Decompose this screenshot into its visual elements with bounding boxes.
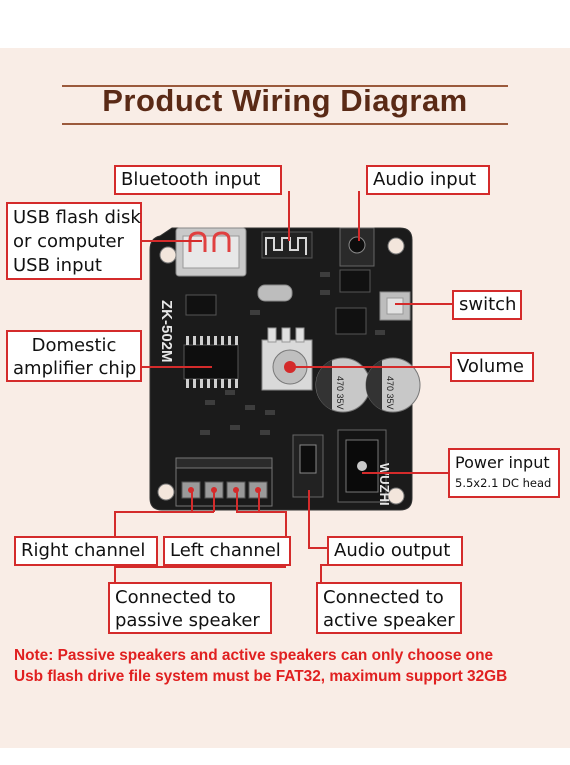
label-bluetooth-input: Bluetooth input [114,165,282,195]
connector-usb [142,240,202,242]
connector-right-ch-v [191,492,193,512]
mount-hole [159,246,177,264]
label-usb-line2: or computer [13,231,124,252]
connector-chip [142,366,212,368]
label-chip-line2: amplifier chip [13,358,137,379]
label-left-channel-text: Left channel [170,540,281,561]
label-switch-text: switch [459,294,517,315]
capacitor-left-label: 470 35V [335,376,345,410]
label-usb-line1: USB flash disk [13,207,141,228]
label-audio-output-text: Audio output [334,540,451,561]
label-passive-line2: passive speaker [115,610,260,631]
connector-left-ch-v2 [258,492,260,512]
label-right-channel-text: Right channel [21,540,146,561]
label-passive-speaker: Connected to passive speaker [108,582,272,634]
connector-output-h [308,547,328,549]
connector-volume [290,366,450,368]
connector-switch [395,303,452,305]
connector-right-ch-v3 [213,492,215,512]
note-line-2: Usb flash drive file system must be FAT3… [14,668,508,685]
label-bluetooth-input-text: Bluetooth input [121,169,261,190]
label-audio-input-text: Audio input [373,169,477,190]
label-audio-output: Audio output [327,536,463,566]
connector-right-ch-h [114,511,214,513]
note-line-1: Note: Passive speakers and active speake… [14,647,494,664]
title-rule-top [62,85,508,87]
capacitor-right-label: 470 35V [385,376,395,410]
label-amplifier-chip: Domestic amplifier chip [6,330,142,382]
label-active-line2: active speaker [323,610,455,631]
label-usb-input: USB flash disk or computer USB input [6,202,142,280]
connector-audio-input [358,191,360,241]
connector-bluetooth [288,191,290,241]
board-model-label: ZK-502M [158,300,175,363]
connector-passive-h [114,566,284,568]
label-active-speaker: Connected to active speaker [316,582,462,634]
notes-block: Note: Passive speakers and active speake… [14,645,507,687]
connector-power [362,472,448,474]
label-power-input: Power input 5.5x2.1 DC head [448,448,560,498]
label-volume: Volume [450,352,534,382]
label-left-channel: Left channel [163,536,291,566]
page-title: Product Wiring Diagram [102,83,468,118]
label-chip-line1: Domestic [31,335,117,356]
board-brand-label: WUZHI [377,463,392,506]
label-power-line2: 5.5x2.1 DC head [455,476,552,490]
label-switch: switch [452,290,522,320]
label-power-line1: Power input [455,453,550,472]
connector-passive-v [114,566,116,584]
label-active-line1: Connected to [323,587,444,608]
connector-left-ch-h [236,511,286,513]
title-rule-bottom [62,123,508,125]
label-right-channel: Right channel [14,536,158,566]
connector-active-v [320,564,322,584]
connector-left-ch-v3 [285,511,287,537]
label-passive-line1: Connected to [115,587,236,608]
connector-left-ch-v [236,492,238,512]
connector-output-v [308,490,310,548]
label-volume-text: Volume [457,356,524,377]
label-audio-input: Audio input [366,165,490,195]
connector-right-ch-v2 [114,511,116,537]
label-usb-line3: USB input [13,255,102,276]
